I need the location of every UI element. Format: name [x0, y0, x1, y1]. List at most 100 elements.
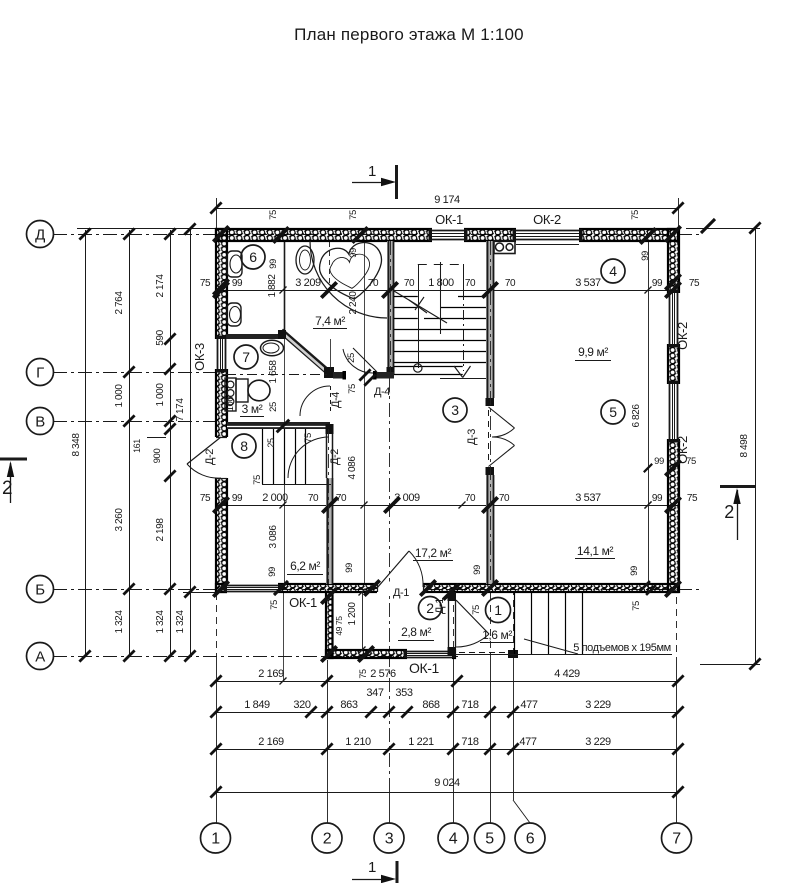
- svg-text:863: 863: [340, 699, 357, 711]
- svg-text:353: 353: [395, 687, 412, 699]
- svg-text:75: 75: [687, 493, 698, 504]
- svg-text:Г: Г: [36, 365, 44, 382]
- svg-text:Д-1: Д-1: [434, 598, 446, 614]
- svg-text:70: 70: [368, 278, 379, 289]
- svg-text:70: 70: [404, 278, 415, 289]
- svg-text:2 000: 2 000: [262, 492, 288, 504]
- svg-text:7,4 м²: 7,4 м²: [315, 314, 345, 328]
- svg-text:99: 99: [472, 565, 483, 575]
- svg-text:2: 2: [724, 502, 734, 522]
- svg-text:9,9 м²: 9,9 м²: [578, 345, 608, 359]
- svg-text:17,2 м²: 17,2 м²: [415, 546, 452, 560]
- svg-text:ОК-2: ОК-2: [533, 212, 561, 227]
- svg-text:75: 75: [358, 669, 368, 679]
- svg-text:3: 3: [385, 831, 394, 848]
- svg-text:1: 1: [368, 859, 376, 876]
- svg-text:99: 99: [344, 563, 355, 573]
- svg-text:3 537: 3 537: [575, 277, 601, 289]
- svg-text:75: 75: [252, 475, 263, 485]
- svg-text:ОК-3: ОК-3: [192, 343, 207, 371]
- svg-text:75: 75: [689, 278, 700, 289]
- svg-text:3 229: 3 229: [585, 699, 611, 711]
- svg-text:3 537: 3 537: [575, 492, 601, 504]
- svg-text:75: 75: [269, 600, 280, 610]
- svg-text:5 подъемов х 195мм: 5 подъемов х 195мм: [573, 642, 671, 654]
- svg-text:1 000: 1 000: [114, 384, 125, 408]
- svg-text:25: 25: [346, 353, 357, 363]
- svg-text:5: 5: [485, 831, 494, 848]
- svg-text:718: 718: [461, 699, 478, 711]
- svg-text:9 174: 9 174: [434, 194, 460, 206]
- svg-text:1 324: 1 324: [155, 610, 166, 634]
- svg-text:2 240: 2 240: [348, 291, 359, 315]
- svg-text:99: 99: [268, 259, 279, 269]
- svg-text:70: 70: [465, 278, 476, 289]
- svg-text:70: 70: [505, 278, 516, 289]
- svg-text:2: 2: [426, 600, 434, 616]
- svg-text:2: 2: [323, 831, 332, 848]
- svg-text:868: 868: [422, 699, 439, 711]
- svg-text:347: 347: [366, 687, 383, 699]
- svg-text:3 260: 3 260: [114, 508, 125, 532]
- svg-text:2 198: 2 198: [155, 518, 166, 542]
- svg-text:161: 161: [132, 439, 142, 453]
- svg-text:1 658: 1 658: [268, 360, 279, 384]
- svg-text:6: 6: [249, 249, 257, 265]
- svg-text:4: 4: [449, 831, 458, 848]
- svg-text:49 75: 49 75: [334, 616, 344, 636]
- svg-text:В: В: [35, 414, 45, 431]
- svg-text:ОК-1: ОК-1: [289, 595, 317, 610]
- svg-text:99: 99: [652, 493, 663, 504]
- svg-text:75: 75: [630, 210, 641, 220]
- svg-text:99: 99: [652, 278, 663, 289]
- svg-text:2 764: 2 764: [114, 291, 125, 315]
- svg-text:1 324: 1 324: [114, 610, 125, 634]
- svg-text:477: 477: [520, 699, 537, 711]
- svg-text:3 м²: 3 м²: [242, 402, 263, 416]
- svg-text:70: 70: [308, 493, 319, 504]
- svg-text:6,2 м²: 6,2 м²: [290, 559, 320, 573]
- svg-text:99: 99: [640, 251, 651, 261]
- svg-text:Б: Б: [35, 582, 45, 599]
- svg-text:2: 2: [2, 478, 12, 499]
- svg-text:3 086: 3 086: [268, 525, 279, 549]
- svg-text:25: 25: [266, 438, 276, 448]
- svg-text:3 009: 3 009: [394, 492, 420, 504]
- svg-text:Д-3: Д-3: [466, 429, 478, 445]
- svg-text:7 174: 7 174: [175, 398, 186, 422]
- svg-text:3 209: 3 209: [295, 277, 321, 289]
- svg-text:1: 1: [368, 163, 376, 180]
- svg-text:1 200: 1 200: [347, 602, 358, 626]
- svg-text:75: 75: [200, 493, 211, 504]
- svg-text:2 169: 2 169: [258, 736, 284, 748]
- svg-text:99: 99: [267, 567, 278, 577]
- svg-text:14,1 м²: 14,1 м²: [577, 544, 614, 558]
- svg-text:320: 320: [293, 699, 310, 711]
- svg-text:2 174: 2 174: [155, 274, 166, 298]
- svg-text:99: 99: [654, 456, 664, 467]
- svg-text:1 800: 1 800: [428, 277, 454, 289]
- svg-text:75: 75: [471, 605, 482, 615]
- svg-text:8 498: 8 498: [739, 434, 750, 458]
- svg-text:99: 99: [348, 248, 359, 258]
- svg-text:1 210: 1 210: [345, 736, 371, 748]
- svg-text:ОК-2: ОК-2: [675, 322, 690, 350]
- svg-text:4: 4: [609, 263, 617, 279]
- svg-text:Д-2: Д-2: [329, 449, 341, 465]
- svg-text:4 086: 4 086: [347, 456, 358, 480]
- svg-text:2,8 м²: 2,8 м²: [401, 625, 431, 639]
- svg-text:6 826: 6 826: [631, 404, 642, 428]
- svg-text:900: 900: [152, 449, 163, 464]
- svg-text:9 024: 9 024: [434, 777, 460, 789]
- svg-text:ОК-2: ОК-2: [675, 436, 690, 464]
- svg-text:1 324: 1 324: [175, 610, 186, 634]
- svg-text:25: 25: [268, 402, 279, 412]
- svg-text:2 576: 2 576: [370, 668, 396, 680]
- svg-text:Д-1: Д-1: [393, 587, 409, 599]
- svg-text:70: 70: [336, 493, 347, 504]
- svg-text:Д: Д: [35, 227, 45, 244]
- svg-text:6: 6: [526, 831, 535, 848]
- svg-text:2 169: 2 169: [258, 668, 284, 680]
- svg-text:4 429: 4 429: [554, 668, 580, 680]
- svg-text:Д-4: Д-4: [330, 392, 342, 408]
